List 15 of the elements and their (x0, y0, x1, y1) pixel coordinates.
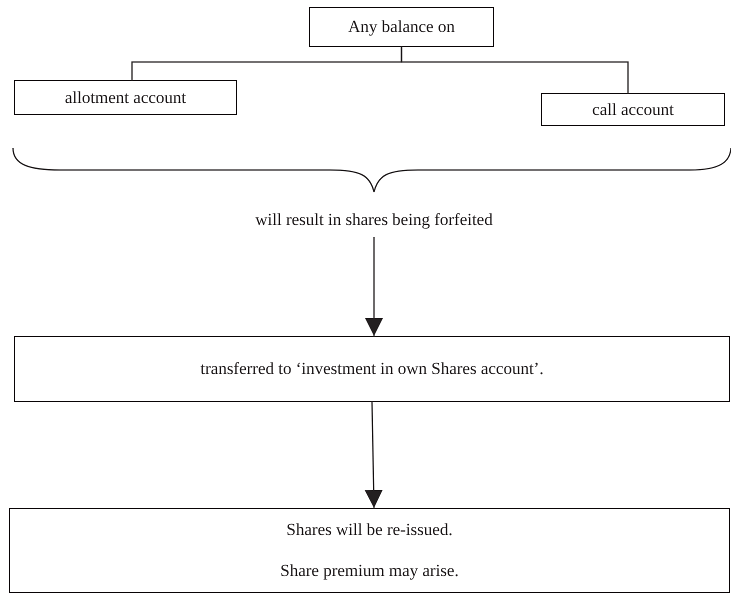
box-label: allotment account (64, 88, 186, 108)
box-label: transferred to ‘investment in own Shares account’. (200, 359, 544, 379)
process-box (14, 80, 237, 115)
box-label: call account (592, 100, 674, 120)
process-box (541, 93, 725, 126)
process-box (14, 336, 730, 402)
flow-text: will result in shares being forfeited (255, 210, 493, 230)
arrow (365, 237, 383, 336)
process-box (9, 508, 730, 593)
process-box (309, 7, 494, 47)
box-label: Shares will be re-issued. (286, 520, 453, 540)
connector-line (400, 47, 629, 93)
box-label: Share premium may arise. (280, 561, 459, 582)
box-label: Any balance on (348, 17, 455, 37)
arrow (364, 402, 383, 508)
